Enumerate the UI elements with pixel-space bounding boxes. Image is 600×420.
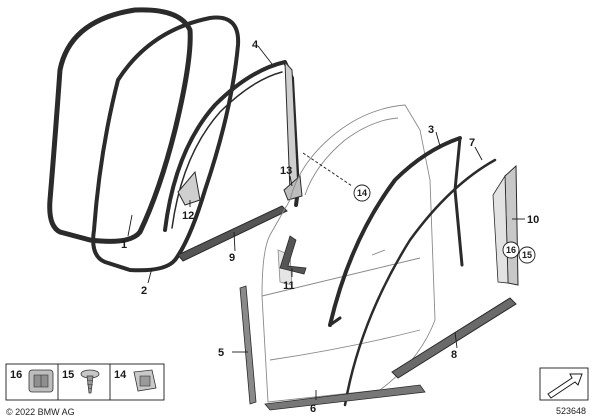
part-1-door-seal [47, 7, 193, 244]
fastener-legend: 16 15 14 [5, 363, 165, 401]
callout-14-circle: 14 [353, 184, 371, 202]
part-8-lower-strip [391, 297, 517, 379]
callout-6: 6 [310, 403, 316, 415]
callout-3: 3 [428, 124, 434, 136]
callout-7: 7 [469, 137, 475, 149]
legend-item-16: 16 [10, 369, 22, 381]
part-13-bracket [283, 174, 303, 201]
part-6-bottom-seal [264, 384, 426, 411]
callout-11: 11 [283, 280, 295, 292]
part-3-window-channel [328, 136, 464, 327]
part-5-front-strip [239, 285, 257, 405]
copyright-text: © 2022 BMW AG [6, 407, 75, 417]
callout-12: 12 [182, 210, 194, 222]
part-9-sill-strip [177, 205, 288, 262]
legend-item-14: 14 [114, 369, 127, 381]
callout-13: 13 [280, 165, 292, 177]
callout-10: 10 [527, 214, 539, 226]
callout-4: 4 [252, 39, 259, 51]
square-clip-icon [133, 369, 157, 392]
clip-icon [28, 369, 54, 393]
callout-2: 2 [141, 285, 147, 297]
callout-8: 8 [451, 349, 457, 361]
callouts: 1 2 3 4 5 6 7 8 9 10 11 12 13 14 15 16 [121, 39, 539, 415]
diagram-number: 523648 [556, 406, 586, 416]
part-12-triangle-trim [177, 170, 201, 206]
callout-14: 14 [357, 188, 367, 198]
callout-16: 16 [506, 245, 516, 255]
legend-item-15: 15 [62, 369, 74, 381]
direction-arrow-icon [539, 367, 589, 401]
callout-9: 9 [229, 252, 235, 264]
part-2-inner-seal [91, 15, 241, 273]
leader-lines [127, 45, 525, 400]
callout-5: 5 [218, 347, 224, 359]
callout-16-circle: 16 [502, 241, 520, 259]
callout-15-circle: 15 [518, 246, 536, 264]
part-10-pillar-trim [492, 164, 519, 286]
part-7-belt-trim [343, 158, 497, 407]
screw-icon [80, 369, 100, 394]
callout-1: 1 [121, 239, 127, 251]
callout-15: 15 [522, 250, 532, 260]
part-11-l-bracket [279, 235, 307, 275]
